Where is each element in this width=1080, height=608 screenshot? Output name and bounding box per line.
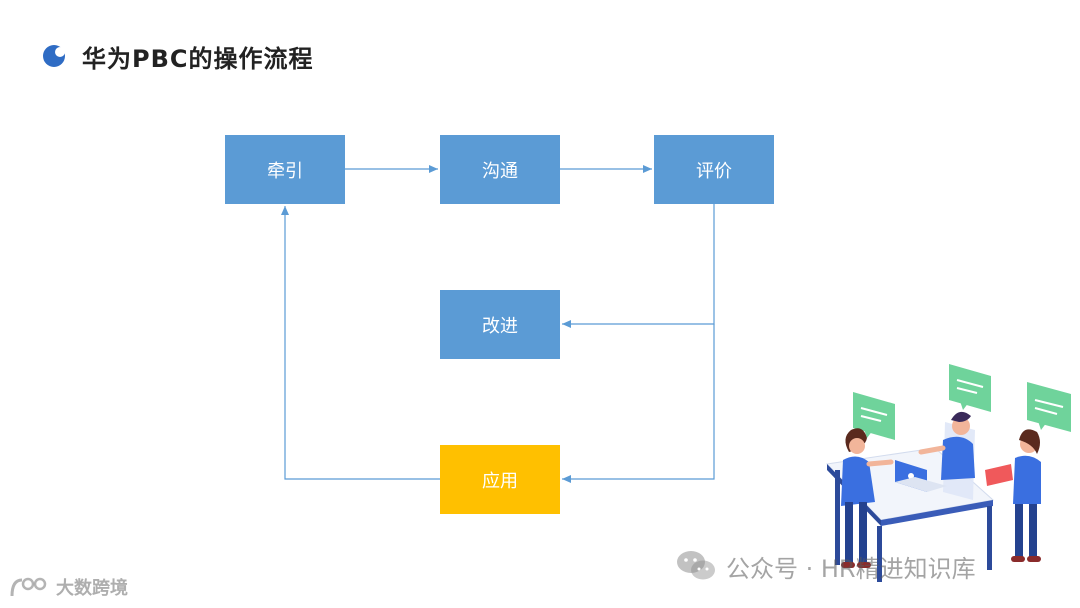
team-illustration: [825, 364, 1071, 582]
node-pingjia: 评价: [654, 135, 774, 204]
page-title: 华为PBC的操作流程: [82, 44, 314, 73]
bullet-dot-icon: [43, 45, 65, 67]
page-title-block: 华为PBC的操作流程: [42, 38, 314, 74]
chat-bubble-icon: [949, 364, 991, 412]
brand-logo-icon: [10, 577, 47, 597]
chat-bubble-icon: [1027, 382, 1071, 432]
brand-watermark-text: 大数跨境: [56, 578, 128, 599]
wechat-watermark: 公众号 · HR精进知识库: [676, 546, 976, 586]
brand-watermark: 大数跨境: [8, 572, 128, 602]
node-goutong: 沟通: [440, 135, 560, 204]
arrow-pingjia-to-gaijin: [562, 204, 715, 328]
person-left: [841, 428, 894, 568]
node-yingyong: 应用: [440, 445, 560, 514]
arrow-yingyong-to-qianyin: [281, 206, 440, 480]
wechat-icon: [677, 551, 715, 580]
arrow-pingjia-to-yingyong: [562, 324, 715, 483]
node-qianyin: 牵引: [225, 135, 345, 204]
node-gaijin: 改进: [440, 290, 560, 359]
chat-bubble-icon: [853, 392, 895, 440]
wechat-watermark-text: 公众号 · HR精进知识库: [726, 554, 976, 583]
person-middle: [918, 411, 975, 480]
person-right: [985, 429, 1041, 562]
